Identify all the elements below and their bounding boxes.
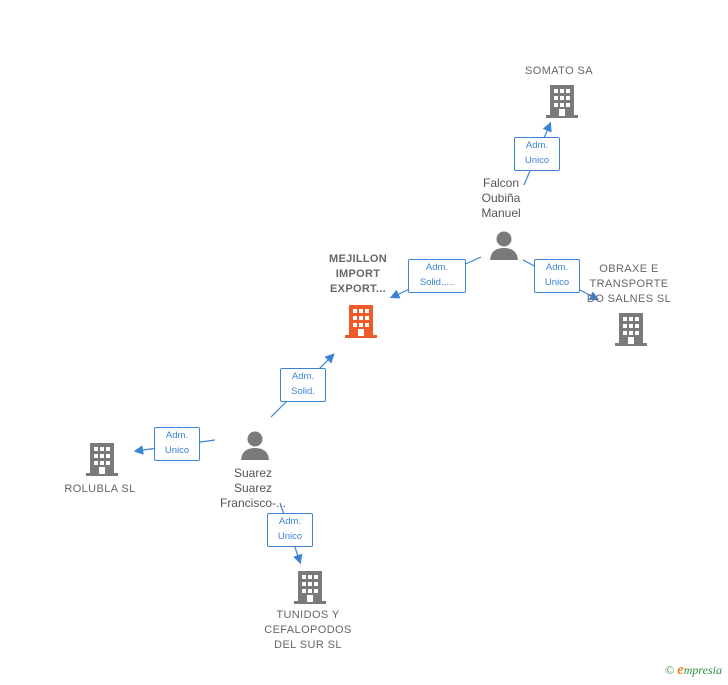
brand-logo: © empresia xyxy=(665,662,722,679)
edge-role: Adm. xyxy=(545,262,569,273)
person-name-line: Manuel xyxy=(481,206,521,220)
company-name-line: DEL SUR SL xyxy=(274,639,342,651)
company-label-tunidos[interactable]: TUNIDOS Y CEFALOPODOS DEL SUR SL xyxy=(256,608,360,653)
company-label-obraxe[interactable]: OBRAXE E TRANSPORTE DO SALNES SL xyxy=(578,262,680,307)
company-name-line: OBRAXE E xyxy=(599,263,659,275)
building-icon[interactable] xyxy=(294,570,326,604)
company-name-line: TUNIDOS Y xyxy=(276,609,340,621)
edge-role: Adm. xyxy=(525,140,549,151)
edge-label-falcon-obraxe: Adm. Unico xyxy=(534,259,580,293)
person-name-line: Suarez xyxy=(233,466,273,480)
edge-role-detail: Solid. xyxy=(291,386,315,397)
brand-name: mpresia xyxy=(683,663,722,677)
company-name-line: MEJILLON xyxy=(328,253,387,265)
person-name-line: Falcon xyxy=(482,176,520,190)
person-label-suarez[interactable]: Suarez Suarez Francisco-... xyxy=(208,466,298,511)
edge-role: Adm. xyxy=(425,262,449,273)
edge-role-detail: Unico xyxy=(524,155,550,166)
company-name-line: TRANSPORTE xyxy=(589,278,669,290)
company-label-somato[interactable]: SOMATO SA xyxy=(525,65,593,77)
building-icon[interactable] xyxy=(546,84,578,118)
building-icon-focus[interactable] xyxy=(345,304,377,338)
person-name-line: Francisco-... xyxy=(219,496,286,510)
edge-role-detail: Solid.,... xyxy=(419,277,455,288)
edge-label-falcon-somato: Adm. Unico xyxy=(514,137,560,171)
edge-label-falcon-mejillon: Adm. Solid.,... xyxy=(408,259,466,293)
company-name-line: EXPORT... xyxy=(330,283,386,295)
edge-role: Adm. xyxy=(291,371,315,382)
edge-role: Adm. xyxy=(165,430,189,441)
brand-e: e xyxy=(677,662,684,678)
copyright-icon: © xyxy=(664,663,675,677)
building-icon[interactable] xyxy=(615,312,647,346)
person-name-line: Oubiña xyxy=(481,191,521,205)
company-label-rolubla[interactable]: ROLUBLA SL xyxy=(64,483,136,495)
edge-role-detail: Unico xyxy=(277,531,303,542)
company-name-line: IMPORT xyxy=(335,268,381,280)
edge-label-suarez-mejillon: Adm. Solid. xyxy=(280,368,326,402)
company-name-line: CEFALOPODOS xyxy=(264,624,352,636)
edge-role-detail: Unico xyxy=(544,277,570,288)
edge-label-suarez-tunidos: Adm. Unico xyxy=(267,513,313,547)
building-icon[interactable] xyxy=(86,442,118,476)
person-label-falcon[interactable]: Falcon Oubiña Manuel xyxy=(461,176,541,221)
company-label-mejillon[interactable]: MEJILLON IMPORT EXPORT... xyxy=(318,252,398,297)
edge-role: Adm. xyxy=(278,516,302,527)
edge-role-detail: Unico xyxy=(164,445,190,456)
person-name-line: Suarez xyxy=(233,481,273,495)
person-icon[interactable] xyxy=(240,430,270,460)
person-icon[interactable] xyxy=(489,230,519,260)
company-name-line: DO SALNES SL xyxy=(586,293,672,305)
edge-label-suarez-rolubla: Adm. Unico xyxy=(154,427,200,461)
